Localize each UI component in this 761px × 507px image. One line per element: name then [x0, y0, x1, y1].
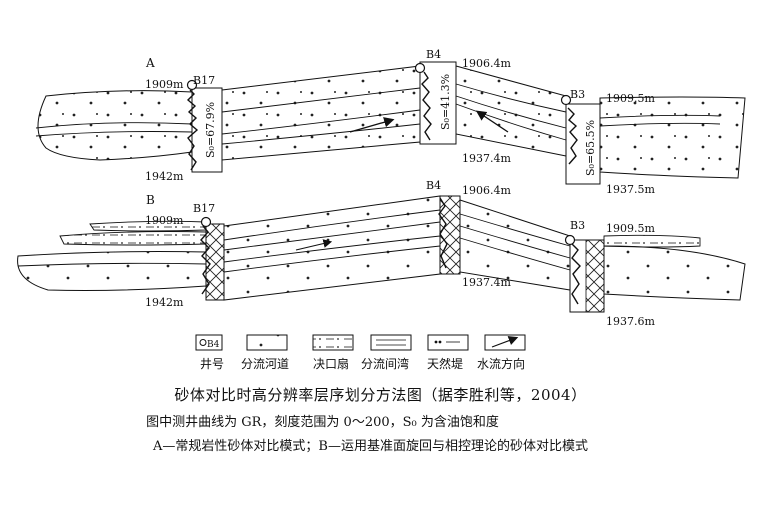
- panel-a-lens-lines: [35, 83, 721, 145]
- panel-b-label: B: [146, 193, 155, 207]
- panel-a: A B17 1909m: [35, 48, 746, 196]
- well-top-depth: 1909m: [145, 214, 184, 227]
- panel-b: B B17 1909m 1942m: [17, 179, 746, 328]
- legend-label: 分流间湾: [361, 356, 409, 371]
- legend-label: 决口扇: [313, 356, 349, 371]
- well-id: B17: [193, 74, 215, 87]
- well-id: B17: [193, 202, 215, 215]
- well-b3-b: B3 1909.5m 1937.6m: [564, 219, 655, 328]
- legend-swatch-well: [195, 334, 223, 351]
- oil-saturation-label: S₀=41.3%: [439, 74, 452, 130]
- well-top-depth: 1906.4m: [462, 57, 511, 70]
- well-b4-a: B4 1906.4m 1937.4m S₀=41.3%: [414, 48, 511, 165]
- well-symbol-icon: [560, 94, 572, 106]
- panel-b-left-lens-1: [59, 231, 207, 246]
- well-bottom-depth: 1937.6m: [606, 315, 655, 328]
- gr-log-curve: [421, 71, 432, 141]
- well-top-depth: 1906.4m: [462, 184, 511, 197]
- well-symbol-icon: [414, 62, 426, 74]
- gr-log-curve: [438, 197, 448, 269]
- well-top-depth: 1909.5m: [606, 92, 655, 105]
- well-bottom-depth: 1937.4m: [462, 152, 511, 165]
- oil-saturation-label: S₀=67.9%: [204, 102, 217, 158]
- oil-saturation-label: S₀=65.5%: [584, 120, 597, 176]
- figure-caption-modes: A—常规岩性砂体对比模式；B—运用基准面旋回与相控理论的砂体对比模式: [153, 439, 588, 454]
- panel-a-flow-arrow-2: [475, 110, 509, 133]
- well-symbol-icon: [564, 234, 576, 246]
- well-top-depth: 1909m: [145, 78, 184, 91]
- panel-a-far-right-sand-body: [599, 96, 746, 179]
- gr-log-curve: [186, 89, 199, 171]
- well-b17-a: B17 1909m 1942m S₀=67.9%: [145, 74, 223, 183]
- panel-b-left-lower-sand-body: [17, 251, 207, 291]
- panel-a-center-sand-body: [221, 65, 421, 161]
- well-id: B3: [570, 88, 585, 101]
- well-b4-b: B4 1906.4m 1937.4m: [426, 179, 511, 289]
- correlation-diagram: A B17 1909m: [17, 48, 746, 371]
- well-bottom-depth: 1942m: [145, 170, 184, 183]
- legend-label: 分流河道: [241, 357, 289, 371]
- legend-label: 天然堤: [427, 356, 463, 371]
- well-symbol-icon: [186, 79, 198, 91]
- well-b17-b: B17 1909m 1942m: [145, 202, 225, 309]
- well-bottom-depth: 1942m: [145, 296, 184, 309]
- figure-caption-title: 砂体对比时高分辨率层序划分方法图（据李胜利等，2004）: [174, 386, 587, 404]
- figure-caption-note: 图中测井曲线为 GR，刻度范围为 0～200，S₀ 为含油饱和度: [146, 415, 499, 430]
- well-bottom-depth: 1937.4m: [462, 276, 511, 289]
- well-id: B4: [426, 179, 441, 192]
- legend: B4 井号 分流河道 决口扇 分流间湾 天然堤 水流方向: [195, 334, 526, 371]
- panel-b-lens-lines: [17, 209, 571, 273]
- legend-swatch-crevasse: [312, 334, 354, 351]
- panel-b-far-right-lens: [603, 234, 701, 248]
- well-id: B3: [570, 219, 585, 232]
- well-id: B4: [426, 48, 441, 61]
- legend-swatch-bay: [370, 334, 412, 351]
- well-symbol-icon: [199, 339, 207, 346]
- panel-a-flow-arrow-1: [349, 117, 395, 133]
- legend-label: 水流方向: [477, 356, 525, 371]
- well-bottom-depth: 1937.5m: [606, 183, 655, 196]
- panel-b-flow-arrow: [295, 239, 333, 251]
- legend-swatch-levee: [427, 334, 469, 351]
- legend-well-text: B4: [207, 340, 220, 350]
- panel-a-left-sand-body: [37, 90, 193, 161]
- gr-log-curve: [571, 243, 581, 305]
- panel-b-far-right-sand-body: [603, 245, 746, 301]
- gr-log-curve: [567, 107, 578, 165]
- gr-log-curve: [200, 225, 211, 295]
- panel-a-right-sand-body: [455, 65, 567, 157]
- well-b3-a: B3 1909.5m 1937.5m S₀=65.5%: [560, 88, 655, 196]
- flow-arrow-icon: [491, 336, 519, 348]
- well-top-depth: 1909.5m: [606, 222, 655, 235]
- legend-label: 井号: [200, 357, 224, 371]
- panel-a-label: A: [145, 56, 155, 70]
- well-symbol-icon: [200, 216, 212, 228]
- legend-swatch-channel: [246, 334, 288, 351]
